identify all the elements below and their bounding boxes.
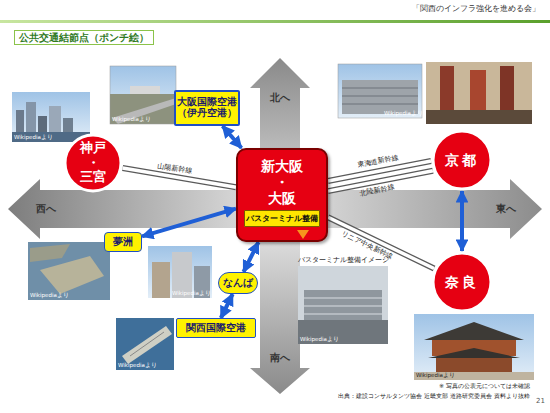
photo-credit: Wikipediaより	[416, 372, 455, 378]
direction-label: 西へ	[36, 203, 56, 214]
node-text: 夢洲	[113, 236, 133, 248]
circle-shape	[433, 253, 491, 311]
station-circle: 京都	[431, 129, 493, 191]
arrow-shaft	[223, 126, 242, 148]
node-text: バスターミナル整備	[246, 214, 318, 223]
node-text: 神戸 ・ 三宮	[80, 141, 106, 186]
direction-label: 東へ	[496, 203, 516, 214]
node-text: 大阪国際空港 （伊丹空港）	[177, 97, 237, 119]
access-arrow	[142, 209, 236, 237]
photo-credit: Wikipediaより	[30, 292, 69, 298]
photo	[28, 242, 110, 300]
photo	[298, 266, 388, 344]
photo	[148, 246, 212, 298]
arrow-shaft	[244, 242, 259, 272]
direction-label: 南へ	[270, 352, 290, 363]
node-text: 関西国際空港	[186, 323, 246, 334]
access-arrow	[462, 191, 463, 251]
photo-credit: Wikipediaより	[14, 134, 53, 140]
station-circle: 神戸 ・ 三宮	[63, 133, 123, 193]
access-arrow	[244, 242, 259, 272]
access-arrow	[221, 294, 233, 318]
photo	[414, 314, 534, 380]
photo-credit: Wikipediaより	[300, 336, 339, 342]
airport-box: 大阪国際空港 （伊丹空港）	[174, 90, 240, 126]
photo-credit: Wikipediaより	[118, 362, 157, 368]
slide-title: 公共交通結節点（ポンチ絵）	[14, 30, 154, 45]
page-number: 21	[536, 398, 545, 406]
station-box: 夢洲	[104, 232, 142, 252]
photo-credit: Wikipediaより	[384, 110, 423, 116]
node-text: なんば	[223, 277, 253, 289]
circle-shape	[433, 131, 491, 189]
photo	[116, 318, 174, 370]
photo	[12, 92, 90, 142]
circle-shape	[65, 135, 121, 191]
photo-credit: Wikipediaより	[172, 290, 211, 296]
header-rule	[0, 20, 550, 23]
source-note: 出典：建設コンサルタンツ協会 近畿支部 道路研究委員会 資料より抜粋	[338, 393, 530, 400]
direction-label: 北へ	[270, 92, 290, 103]
photo	[338, 64, 422, 118]
header-text: 「関西のインフラ強化を進める会」	[412, 5, 540, 14]
arrow-shaft	[221, 294, 233, 318]
photo-credit: Wikipediaより	[112, 116, 151, 122]
node-text: 奈良	[445, 274, 479, 290]
station-circle: 奈良	[431, 251, 493, 313]
hub-box: 新大阪 ・ 大阪バスターミナル整備	[236, 148, 328, 242]
arrow-shaft	[142, 209, 236, 237]
terminal-box: バスターミナル整備	[244, 210, 320, 227]
access-arrow	[223, 126, 242, 148]
photo-caption: バスターミナル整備イメージ	[298, 257, 389, 265]
station-box: なんば	[218, 272, 258, 294]
arrow-shaft	[460, 191, 464, 251]
node-text: 新大阪 ・ 大阪	[261, 158, 303, 206]
footnote: ※ 写真の公表元については未確認	[439, 383, 530, 390]
node-text: 京都	[445, 152, 479, 168]
photo	[426, 62, 532, 124]
photo	[110, 66, 176, 124]
airport-box: 関西国際空港	[176, 318, 256, 338]
